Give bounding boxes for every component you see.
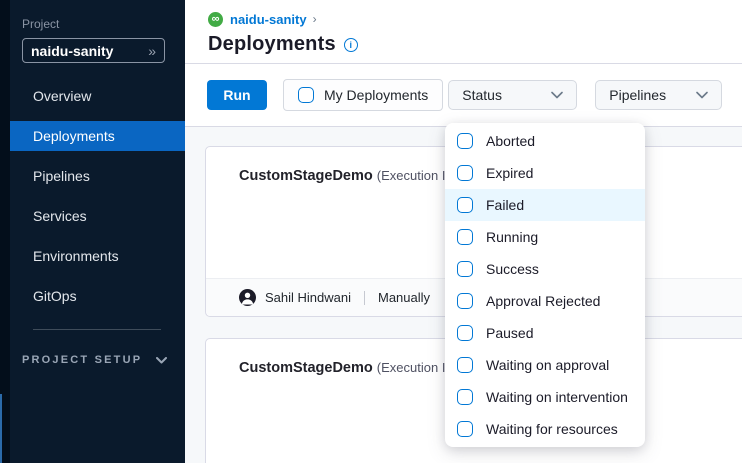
my-deployments-checkbox[interactable]: [298, 87, 314, 104]
double-chevron-icon[interactable]: »: [148, 42, 156, 59]
sidebar-item-deployments[interactable]: Deployments: [10, 121, 185, 151]
status-option-label: Aborted: [486, 133, 536, 149]
checkbox-icon[interactable]: [457, 421, 473, 437]
status-filter-label: Status: [462, 87, 502, 104]
status-option-running[interactable]: Running: [445, 221, 645, 253]
chevron-down-icon: [696, 91, 709, 99]
checkbox-icon[interactable]: [457, 165, 473, 181]
status-option-label: Waiting on intervention: [486, 389, 628, 405]
status-filter-dropdown[interactable]: Status: [448, 80, 578, 111]
status-option-label: Running: [486, 229, 539, 245]
checkbox-icon[interactable]: [457, 261, 473, 277]
sidebar-item-gitops[interactable]: GitOps: [33, 288, 77, 304]
project-selector-value: naidu-sanity: [31, 42, 114, 59]
pipelines-filter-label: Pipelines: [609, 87, 667, 104]
project-label: Project: [22, 17, 60, 31]
breadcrumb-project-link[interactable]: naidu-sanity: [230, 11, 307, 27]
status-option-label: Failed: [486, 197, 525, 213]
my-deployments-label: My Deployments: [324, 87, 429, 104]
chevron-right-icon: ›: [312, 12, 317, 26]
status-option-failed[interactable]: Failed: [445, 189, 645, 221]
run-button[interactable]: Run: [207, 80, 267, 111]
status-option-label: Expired: [486, 165, 534, 181]
status-option-aborted[interactable]: Aborted: [445, 125, 645, 157]
checkbox-icon[interactable]: [457, 389, 473, 405]
footer-separator: [364, 290, 365, 305]
chevron-down-icon: [156, 356, 168, 364]
checkbox-icon[interactable]: [457, 357, 473, 373]
module-nav-strip: [0, 0, 10, 463]
pipelines-filter-dropdown[interactable]: Pipelines: [595, 80, 723, 111]
status-option-paused[interactable]: Paused: [445, 317, 645, 349]
sidebar-item-pipelines[interactable]: Pipelines: [33, 168, 90, 184]
checkbox-icon[interactable]: [457, 197, 473, 213]
sidebar-nav: Overview Deployments Pipelines Services …: [0, 76, 185, 311]
status-option-waiting-for-resources[interactable]: Waiting for resources: [445, 413, 645, 445]
page-title: Deployments: [208, 33, 336, 55]
checkbox-icon[interactable]: [457, 133, 473, 149]
execution-id-text: (Execution Id: [376, 168, 453, 184]
trigger-type: Manually: [378, 290, 431, 306]
pipeline-name: CustomStageDemo: [239, 168, 373, 185]
sidebar-item-overview[interactable]: Overview: [33, 88, 92, 104]
sidebar-item-environments[interactable]: Environments: [33, 248, 119, 264]
status-option-label: Success: [486, 261, 539, 277]
status-option-label: Paused: [486, 325, 534, 341]
project-selector[interactable]: naidu-sanity »: [22, 38, 165, 63]
sidebar-divider: [33, 329, 161, 330]
project-setup-toggle[interactable]: PROJECT SETUP: [22, 354, 185, 366]
status-dropdown-menu: Aborted Expired Failed Running Success A…: [445, 123, 645, 447]
status-option-waiting-on-approval[interactable]: Waiting on approval: [445, 349, 645, 381]
info-icon[interactable]: i: [343, 37, 358, 52]
toolbar: Run My Deployments Status Pipelines: [185, 64, 742, 128]
page-header: ∞ naidu-sanity › Deployments i: [185, 0, 742, 65]
triggered-by-user: Sahil Hindwani: [265, 290, 351, 306]
execution-title[interactable]: CustomStageDemo (Execution Id: [239, 168, 742, 184]
status-option-label: Waiting for resources: [486, 421, 618, 437]
sidebar-item-services[interactable]: Services: [33, 208, 87, 224]
status-option-waiting-on-intervention[interactable]: Waiting on intervention: [445, 381, 645, 413]
my-deployments-toggle[interactable]: My Deployments: [283, 79, 444, 112]
cd-module-icon: ∞: [208, 11, 223, 27]
status-option-expired[interactable]: Expired: [445, 157, 645, 189]
checkbox-icon[interactable]: [457, 325, 473, 341]
project-sidebar: Project naidu-sanity » Overview Deployme…: [0, 0, 185, 463]
execution-title[interactable]: CustomStageDemo (Execution Id: [239, 360, 742, 376]
pipeline-name: CustomStageDemo: [239, 360, 373, 377]
project-setup-label: PROJECT SETUP: [22, 354, 143, 366]
breadcrumb: ∞ naidu-sanity ›: [208, 10, 742, 28]
status-option-label: Approval Rejected: [486, 293, 601, 309]
chevron-down-icon: [551, 91, 564, 99]
checkbox-icon[interactable]: [457, 229, 473, 245]
status-option-success[interactable]: Success: [445, 253, 645, 285]
sidebar-accent: [0, 394, 2, 463]
status-option-approval-rejected[interactable]: Approval Rejected: [445, 285, 645, 317]
status-option-label: Waiting on approval: [486, 357, 610, 373]
execution-id-text: (Execution Id: [376, 360, 453, 376]
user-avatar-icon: [239, 289, 256, 307]
checkbox-icon[interactable]: [457, 293, 473, 309]
